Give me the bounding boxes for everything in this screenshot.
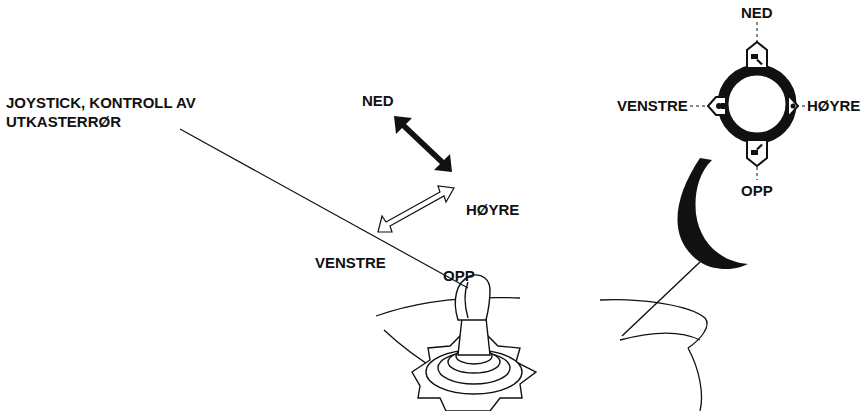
direction-arrows bbox=[378, 116, 454, 232]
direction-label: OPP bbox=[443, 266, 475, 285]
direction-label: HØYRE bbox=[807, 96, 860, 115]
detail-wedge bbox=[677, 158, 748, 269]
joystick-base bbox=[412, 275, 536, 411]
direction-ring bbox=[690, 22, 806, 180]
detail-leader bbox=[622, 262, 700, 336]
console-outline bbox=[376, 298, 707, 411]
direction-label: VENSTRE bbox=[315, 253, 386, 272]
direction-label: OPP bbox=[741, 181, 773, 200]
direction-label: HØYRE bbox=[466, 200, 519, 219]
leader-line bbox=[180, 129, 468, 288]
direction-label: NED bbox=[741, 3, 773, 22]
direction-label: NED bbox=[362, 91, 394, 110]
direction-label: VENSTRE bbox=[617, 96, 688, 115]
part-name: JOYSTICK, KONTROLL AV UTKASTERRØR bbox=[6, 93, 196, 131]
